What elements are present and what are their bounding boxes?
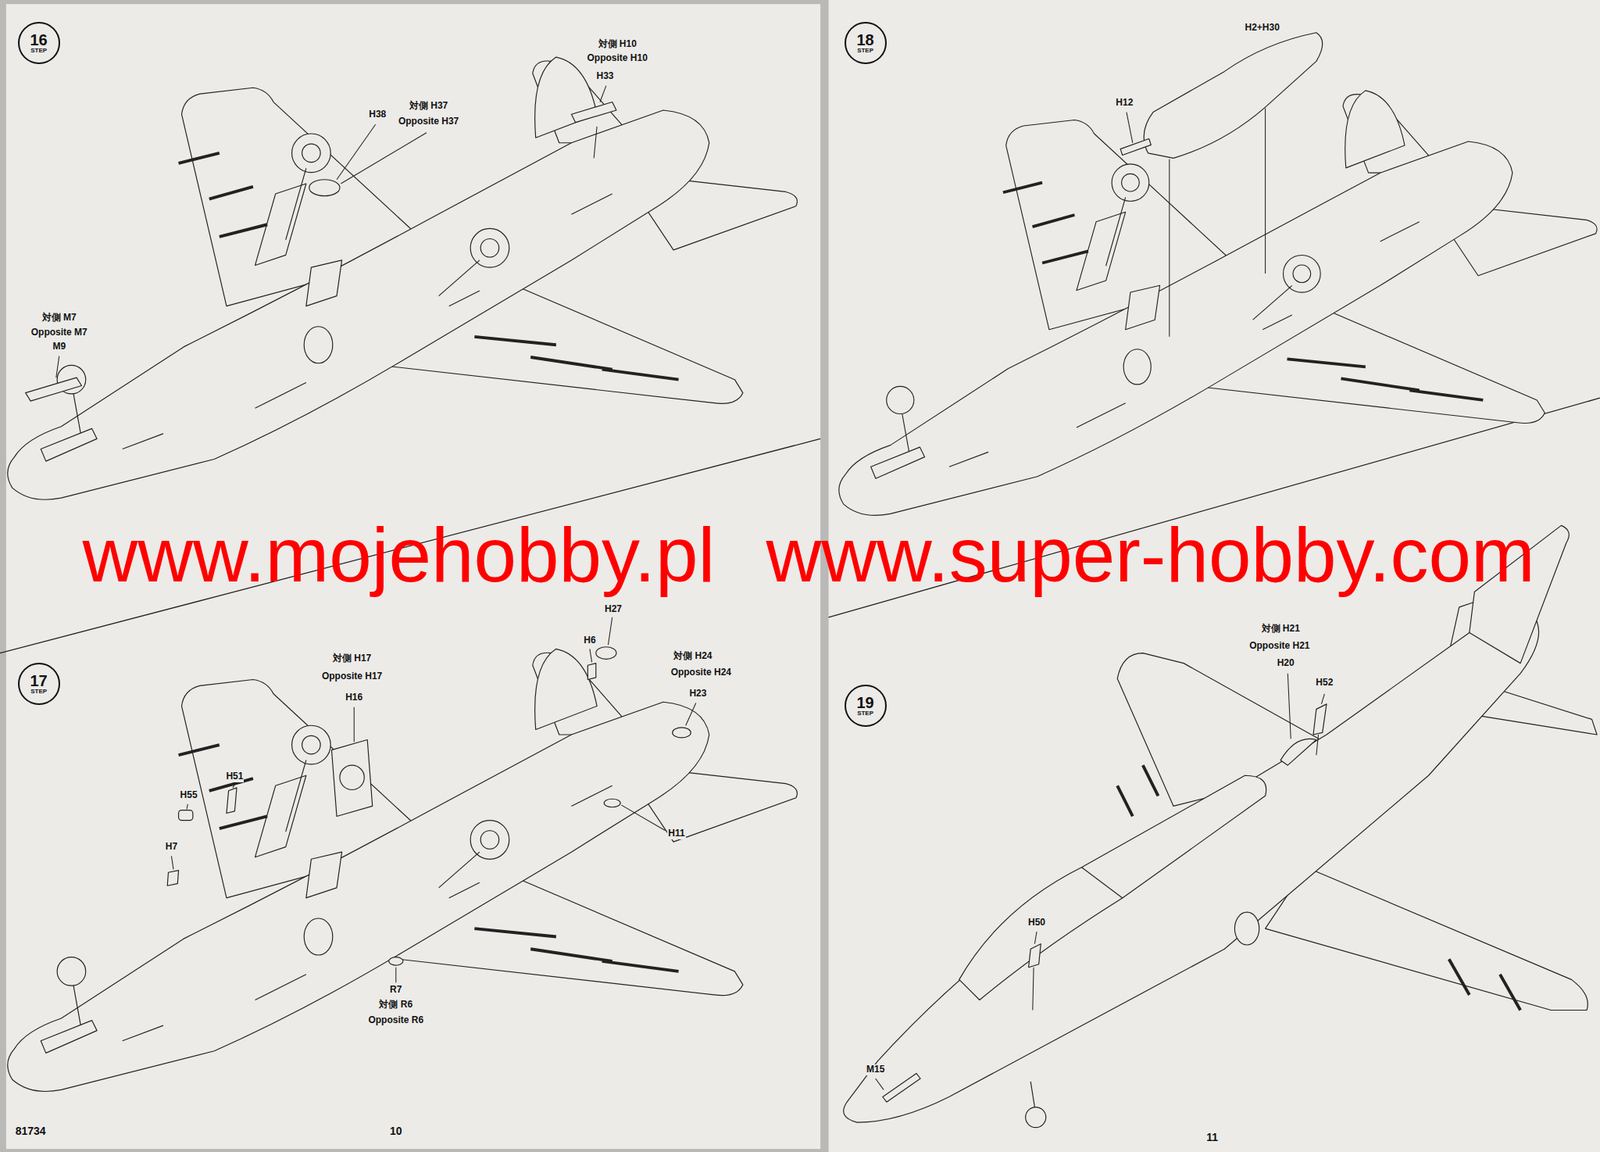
step-badge: 18STEP xyxy=(844,21,887,65)
part-callout: Opposite H10 xyxy=(586,53,649,65)
part-callout: H12 xyxy=(1114,97,1134,109)
step-word: STEP xyxy=(30,688,47,695)
part-callout: H52 xyxy=(1314,677,1334,689)
part-callout: H20 xyxy=(1276,657,1296,669)
part-callout: 対側 M7 xyxy=(41,312,78,324)
step-number: 17 xyxy=(30,672,48,689)
part-callout: H27 xyxy=(603,603,623,615)
part-callout: Opposite H24 xyxy=(670,667,733,679)
part-callout: H23 xyxy=(688,688,708,700)
part-callout: 対側 H37 xyxy=(408,100,449,112)
part-callout: Opposite R6 xyxy=(367,1014,425,1026)
step-badge: 16STEP xyxy=(17,21,61,65)
part-callout: H55 xyxy=(179,789,199,801)
watermark: www.super-hobby.com xyxy=(765,516,1536,593)
part-callout: H50 xyxy=(1027,917,1047,929)
part-callout: R7 xyxy=(389,984,403,996)
part-callout: Opposite H21 xyxy=(1248,640,1311,652)
step-word: STEP xyxy=(857,710,874,717)
part-callout: Opposite H37 xyxy=(397,116,460,128)
watermark: www.mojehobby.pl xyxy=(81,516,716,593)
step-number: 19 xyxy=(856,694,874,711)
part-callout: 対側 H17 xyxy=(332,653,372,665)
part-callout: H7 xyxy=(164,841,179,853)
part-callout: 対側 H10 xyxy=(597,39,638,50)
part-callout: H38 xyxy=(367,109,387,121)
page-number: 81734 xyxy=(14,1124,47,1137)
part-callout: M9 xyxy=(51,341,67,353)
step-badge: 19STEP xyxy=(844,684,887,727)
part-callout: Opposite H17 xyxy=(321,671,383,683)
part-callout: H33 xyxy=(596,71,615,83)
page-number: 10 xyxy=(389,1124,404,1137)
part-callout: M15 xyxy=(865,1064,886,1075)
part-callout: 対側 H24 xyxy=(672,650,713,662)
step-badge: 17STEP xyxy=(17,662,61,705)
part-callout: H51 xyxy=(225,771,244,783)
step-word: STEP xyxy=(857,47,874,54)
part-callout: H16 xyxy=(344,692,364,704)
part-callout: H2+H30 xyxy=(1243,22,1280,34)
step-number: 18 xyxy=(856,32,874,48)
part-callout: H11 xyxy=(667,828,686,840)
part-callout: 対側 R6 xyxy=(378,999,414,1011)
step-word: STEP xyxy=(30,47,47,54)
part-callout: Opposite M7 xyxy=(30,327,89,339)
page-number: 11 xyxy=(1205,1130,1219,1143)
part-callout: 対側 H21 xyxy=(1260,623,1301,635)
part-callout: H6 xyxy=(582,635,597,647)
step-number: 16 xyxy=(30,32,48,48)
